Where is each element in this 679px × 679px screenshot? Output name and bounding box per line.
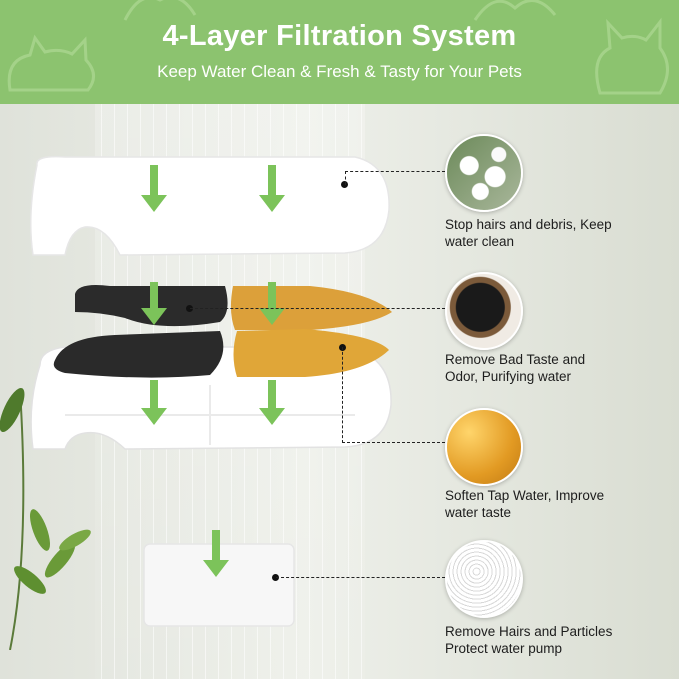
connector-line — [276, 577, 445, 578]
arrow-down-icon — [259, 165, 285, 212]
cat-decoration-icon — [7, 34, 95, 92]
connector-line — [345, 171, 445, 172]
page-subtitle: Keep Water Clean & Fresh & Tasty for You… — [157, 62, 522, 81]
connector-dot — [272, 574, 279, 581]
layer-description: Remove Bad Taste and Odor, Purifying wat… — [445, 352, 586, 384]
connector-line — [342, 442, 445, 443]
arrow-down-icon — [259, 282, 285, 325]
cat-decoration-icon — [595, 17, 669, 95]
ion-exchange-resin-icon — [445, 408, 523, 486]
layer-description: Soften Tap Water, Improve water taste — [445, 488, 605, 520]
arrow-down-icon — [203, 530, 229, 577]
cotton-icon — [445, 134, 523, 212]
connector-dot — [341, 181, 348, 188]
connector-line — [342, 347, 343, 443]
header-banner: 4-Layer Filtration System Keep Water Cle… — [0, 0, 679, 104]
connector-dot — [186, 305, 193, 312]
connector-line — [345, 171, 346, 185]
arrow-down-icon — [259, 380, 285, 425]
arrow-down-icon — [141, 165, 167, 212]
page-title: 4-Layer Filtration System — [162, 20, 517, 52]
sponge-icon — [445, 540, 523, 618]
connector-line — [190, 308, 445, 309]
cat-decoration-icon — [473, 0, 557, 21]
arrow-down-icon — [141, 380, 167, 425]
cat-decoration-icon — [123, 0, 197, 21]
activated-carbon-icon — [445, 272, 523, 350]
leaf-decoration-icon — [0, 387, 91, 650]
arrow-down-icon — [141, 282, 167, 325]
layer-description: Stop hairs and debris, Keep water clean — [445, 217, 612, 249]
filter-sheet-layer — [30, 155, 390, 256]
layer-description: Remove Hairs and Particles Protect water… — [445, 624, 613, 656]
